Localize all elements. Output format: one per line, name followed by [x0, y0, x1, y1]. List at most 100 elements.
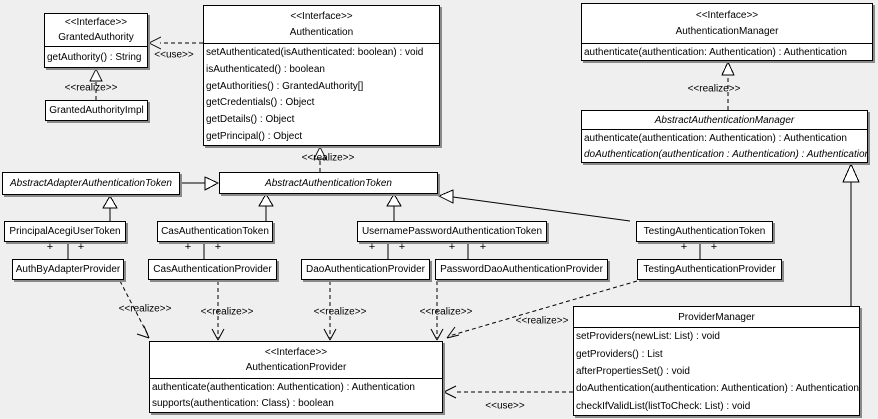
association-end-plus: +: [680, 241, 688, 253]
realize-label: <<realize>>: [419, 306, 473, 318]
class-name: PasswordDaoAuthenticationProvider: [440, 264, 603, 275]
realize-label: <<realize>>: [118, 303, 172, 315]
method: isAuthenticated() : boolean: [206, 63, 325, 75]
method: setAuthenticated(isAuthenticated: boolea…: [206, 46, 424, 58]
method: getCredentials() : Object: [206, 97, 315, 109]
method-list: authenticate(authentication: Authenticat…: [582, 130, 867, 162]
realize-edge-abstractauthenticationtoken-to-authentication: [313, 145, 327, 172]
class-header: AbstractAuthenticationManager: [582, 111, 867, 130]
method: supports(authentication: Class) : boolea…: [152, 398, 334, 410]
class-dao-authentication-provider[interactable]: DaoAuthenticationProvider: [301, 259, 430, 280]
generalization-edge-providermanager-to-abstractauthenticationmanager: [842, 162, 860, 306]
class-name: TestingAuthenticationProvider: [643, 264, 776, 275]
method-list: authenticate(authentication: Authenticat…: [582, 44, 872, 60]
class-header: ProviderManager: [574, 307, 859, 328]
association-end-plus: +: [710, 241, 718, 253]
method: getAuthorities() : GrantedAuthority[]: [206, 80, 364, 92]
realize-edge-abstractauthenticationmanager-to-authenticationmanager: [721, 60, 735, 110]
association-end-plus: +: [184, 241, 192, 253]
stereotype-label: <<Interface>>: [264, 346, 328, 358]
class-abstract-authentication-manager[interactable]: AbstractAuthenticationManager authentica…: [581, 110, 868, 163]
generalization-edge-principalacegiusertoken: [102, 195, 118, 221]
class-granted-authority[interactable]: <<Interface>> GrantedAuthority getAuthor…: [44, 13, 148, 68]
class-header: <<Interface>> Authentication: [204, 6, 439, 44]
realize-edge-grantedauthorityimpl-to-grantedauthority: [89, 67, 103, 100]
realize-label: <<realize>>: [515, 315, 569, 327]
method-list: setAuthenticated(isAuthenticated: boolea…: [204, 44, 439, 145]
association-end-plus: +: [214, 241, 222, 253]
realize-label: <<realize>>: [64, 82, 118, 94]
use-edge-authentication-to-grantedauthority: [148, 36, 203, 50]
class-testing-authentication-provider[interactable]: TestingAuthenticationProvider: [637, 259, 782, 280]
association-end-plus: +: [398, 241, 406, 253]
class-name: CasAuthenticationToken: [161, 226, 269, 237]
method: checkIfValidList(listToCheck: List) : vo…: [576, 400, 751, 412]
stereotype-label: <<Interface>>: [290, 11, 353, 22]
class-name: AuthenticationProvider: [245, 362, 347, 374]
association-end-plus: +: [46, 241, 54, 253]
realize-edge-passworddaoprovider-to-authenticationprovider: [430, 281, 444, 341]
method: authenticate(authentication: Authenticat…: [584, 46, 847, 58]
association-end-plus: +: [368, 241, 376, 253]
association-end-plus: +: [448, 241, 456, 253]
method: authenticate(authentication: Authenticat…: [584, 132, 847, 144]
class-cas-authentication-provider[interactable]: CasAuthenticationProvider: [148, 259, 277, 280]
method: getDetails() : Object: [206, 114, 295, 126]
realize-edge-authbyadapterprovider-to-authenticationprovider: [119, 280, 150, 339]
method: doAuthentication(authentication: Authent…: [576, 383, 859, 395]
class-granted-authority-impl[interactable]: GrantedAuthorityImpl: [45, 100, 148, 121]
generalization-edge-testingauthenticationtoken: [437, 189, 631, 222]
class-name: AuthByAdapterProvider: [15, 264, 121, 275]
realize-edge-casauthenticationprovider-to-authenticationprovider: [211, 281, 225, 341]
generalization-edge-abstractadaptertoken-to-abstracttoken: [180, 176, 220, 191]
class-cas-authentication-token[interactable]: CasAuthenticationToken: [157, 221, 273, 242]
class-header: <<Interface>> GrantedAuthority: [45, 14, 147, 47]
method-list: setProviders(newList: List) : void getPr…: [574, 328, 859, 415]
class-name: PrincipalAcegiUserToken: [9, 226, 121, 237]
class-authentication-provider[interactable]: <<Interface>> AuthenticationProvider aut…: [149, 341, 443, 413]
class-abstract-authentication-token[interactable]: AbstractAuthenticationToken: [219, 172, 438, 194]
class-auth-by-adapter-provider[interactable]: AuthByAdapterProvider: [12, 259, 124, 280]
class-name: DaoAuthenticationProvider: [306, 264, 425, 275]
stereotype-label: <<Interface>>: [695, 9, 759, 21]
realize-label: <<realize>>: [687, 83, 741, 95]
class-principal-acegi-user-token[interactable]: PrincipalAcegiUserToken: [4, 221, 126, 242]
stereotype-label: <<Interface>>: [64, 17, 128, 29]
class-name: AbstractAuthenticationManager: [654, 114, 795, 126]
method: doAuthentication(authentication : Authen…: [584, 148, 867, 160]
class-name: AuthenticationManager: [675, 26, 779, 38]
class-username-password-authentication-token[interactable]: UsernamePasswordAuthenticationToken: [357, 221, 547, 242]
class-testing-authentication-token[interactable]: TestingAuthenticationToken: [636, 221, 773, 242]
class-name: AbstractAdapterAuthenticationToken: [10, 178, 172, 189]
generalization-edge-casauthenticationtoken: [258, 193, 274, 221]
method: afterPropertiesSet() : void: [576, 366, 690, 378]
class-name: Authentication: [289, 27, 354, 38]
class-provider-manager[interactable]: ProviderManager setProviders(newList: Li…: [573, 306, 860, 416]
class-name: CasAuthenticationProvider: [153, 264, 272, 275]
realize-label: <<realize>>: [200, 306, 254, 318]
class-header: <<Interface>> AuthenticationManager: [582, 4, 872, 44]
realize-label: <<realize>>: [313, 306, 367, 318]
class-authentication[interactable]: <<Interface>> Authentication setAuthenti…: [203, 5, 440, 146]
association-end-plus: +: [479, 241, 487, 253]
use-edge-providermanager-to-authenticationprovider: [443, 385, 573, 399]
class-name: GrantedAuthorityImpl: [49, 105, 144, 116]
class-abstract-adapter-authentication-token[interactable]: AbstractAdapterAuthenticationToken: [2, 172, 180, 195]
realize-label: <<realize>>: [301, 152, 355, 164]
method-list: getAuthority() : String: [45, 47, 147, 67]
class-header: <<Interface>> AuthenticationProvider: [150, 342, 442, 379]
class-name: ProviderManager: [678, 311, 755, 323]
class-authentication-manager[interactable]: <<Interface>> AuthenticationManager auth…: [581, 3, 873, 61]
method: getPrincipal() : Object: [206, 131, 303, 143]
class-name: TestingAuthenticationToken: [643, 226, 766, 237]
realize-edge-testingprovider-to-authenticationprovider: [446, 280, 638, 339]
method: setProviders(newList: List) : void: [576, 331, 720, 343]
class-name: GrantedAuthority: [58, 31, 134, 43]
method: getAuthority() : String: [47, 51, 142, 63]
method: getProviders() : List: [576, 348, 663, 360]
realize-edge-daoauthenticationprovider-to-authenticationprovider: [323, 281, 337, 341]
class-password-dao-authentication-provider[interactable]: PasswordDaoAuthenticationProvider: [435, 259, 608, 280]
association-end-plus: +: [77, 241, 85, 253]
